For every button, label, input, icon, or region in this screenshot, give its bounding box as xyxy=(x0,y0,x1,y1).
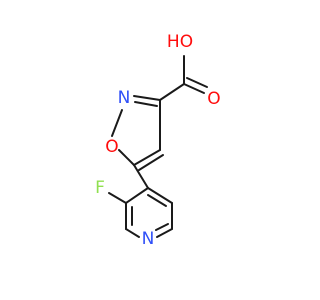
bond-isoxazole-pyridine xyxy=(133,164,149,189)
bond-py-n1-c6-b xyxy=(155,223,169,231)
bonds xyxy=(108,55,208,238)
bond-py-c5-c4-a xyxy=(147,187,173,204)
atom-label-ring-nitrogen: N xyxy=(118,88,131,108)
bond-carboxyl-c-c3 xyxy=(159,83,185,101)
bond-o1-c5 xyxy=(118,149,135,166)
bond-c5-c4-b xyxy=(138,154,164,171)
atom-label-ring-oxygen: O xyxy=(105,137,118,157)
bond-carboxyl-c-o-double-a xyxy=(183,83,205,94)
bond-c5-c4-a xyxy=(133,149,161,166)
bond-py-c4-c3 xyxy=(125,187,149,204)
atom-labels: HO O N O F N xyxy=(95,32,221,249)
atom-label-pyridine-nitrogen: N xyxy=(142,229,155,249)
bond-py-c5-c4-b xyxy=(147,194,167,207)
bond-c3-n2-a xyxy=(133,95,161,101)
atom-label-hydroxyl: HO xyxy=(167,32,193,52)
bond-n2-o1 xyxy=(111,109,123,137)
atom-label-carbonyl-oxygen: O xyxy=(207,89,220,109)
bond-py-n1-c6-a xyxy=(156,228,173,238)
bond-c-f xyxy=(108,192,127,204)
structure-canvas: HO O N O F N xyxy=(95,32,221,249)
bond-c3-n2-b xyxy=(134,101,158,107)
bond-carboxyl-c-o-double-b xyxy=(186,77,208,88)
atom-label-fluorine: F xyxy=(95,178,105,198)
molecule-structure: HO O N O F N xyxy=(95,32,221,249)
bond-py-c2-n1 xyxy=(125,228,140,238)
